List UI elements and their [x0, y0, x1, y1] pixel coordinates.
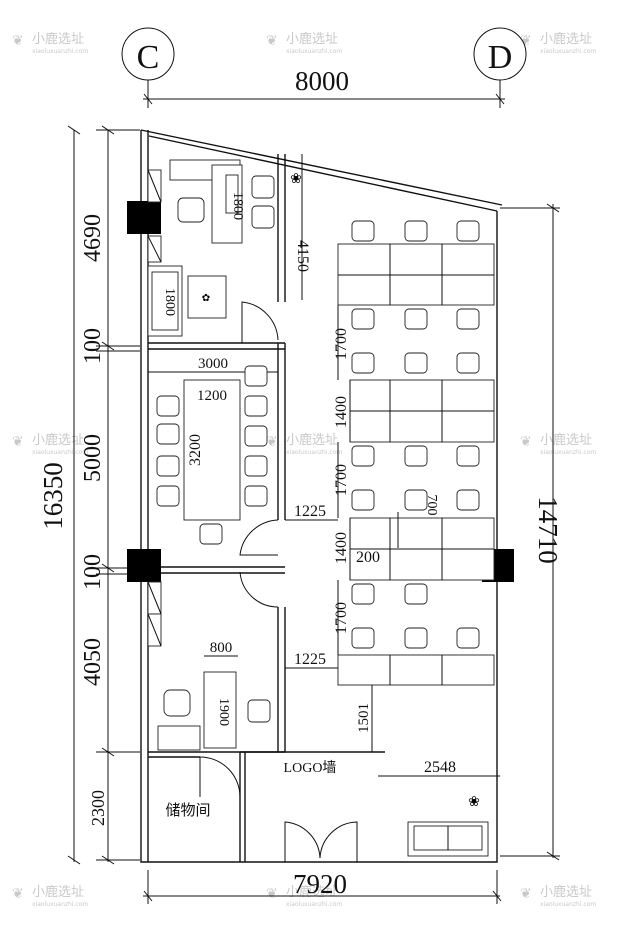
- deer-logo-icon: ❦: [12, 434, 24, 450]
- reception-area: 2548 ❀: [378, 759, 500, 857]
- watermark-mid-left: ❦ 小鹿选址 xiaoluxuanzhi.com: [12, 432, 88, 456]
- dimension-right-height: 14710: [500, 203, 563, 861]
- watermark-top-right: ❦ 小鹿选址 xiaoluxuanzhi.com: [520, 31, 596, 55]
- passage-value: 1501: [356, 703, 372, 733]
- meeting-table-width: 1200: [197, 388, 227, 404]
- interior-walls: [148, 154, 385, 862]
- deer-logo-icon: ❦: [12, 33, 24, 49]
- watermark-site: xiaoluxuanzhi.com: [540, 48, 596, 55]
- grid-axis-d: D: [473, 27, 527, 108]
- left-segment-4: 100: [80, 554, 106, 590]
- plant-icon: ❀: [290, 171, 302, 187]
- exterior-walls: [140, 129, 503, 863]
- grid-axis-c: C: [121, 27, 175, 108]
- deer-logo-icon: ❦: [266, 33, 278, 49]
- right-height-value: 14710: [533, 496, 563, 564]
- dimension-corridors: 1225 1225: [285, 503, 338, 669]
- logo-wall-label: LOGO墙: [284, 760, 337, 776]
- left-segment-6: 2300: [88, 790, 108, 826]
- axis-label-c: C: [137, 39, 160, 76]
- deer-logo-icon: ❦: [12, 886, 24, 902]
- watermark-brand: 小鹿选址: [286, 432, 338, 448]
- small-office: 800 1900: [157, 640, 271, 751]
- workstation-row-5: 1700: [333, 602, 350, 634]
- watermark-brand: 小鹿选址: [32, 432, 84, 448]
- bottom-width-value: 7920: [293, 869, 347, 899]
- workstation-row-2: 1400: [333, 396, 350, 428]
- deer-logo-icon: ❦: [520, 33, 532, 49]
- meeting-room-width: 3000: [198, 356, 228, 372]
- left-segment-3: 5000: [80, 434, 106, 482]
- executive-office: ✿ ❀ 1800 1800 4150: [147, 154, 311, 337]
- office-desk-dimension: 1800: [230, 192, 245, 220]
- reception-width: 2548: [424, 759, 456, 776]
- watermark-brand: 小鹿选址: [540, 884, 592, 900]
- workstation-row-1: 1700: [333, 328, 350, 360]
- watermark-site: xiaoluxuanzhi.com: [32, 901, 88, 908]
- meeting-room: 3000 1200 3200: [148, 356, 278, 545]
- left-segment-2: 100: [80, 328, 106, 364]
- watermark-bottom-right: ❦ 小鹿选址 xiaoluxuanzhi.com: [520, 884, 596, 908]
- office-height-dimension: 4150: [294, 240, 311, 272]
- watermark-site: xiaoluxuanzhi.com: [540, 449, 596, 456]
- dimension-total-height: 16350: [38, 125, 81, 865]
- watermark-site: xiaoluxuanzhi.com: [286, 901, 342, 908]
- corridor-lower-width: 1225: [294, 651, 326, 668]
- dimension-passage: 1501: [356, 685, 373, 752]
- left-segment-5: 4050: [80, 638, 106, 686]
- watermark-site: xiaoluxuanzhi.com: [286, 449, 342, 456]
- watermark-brand: 小鹿选址: [32, 884, 84, 900]
- deer-logo-icon: ❦: [520, 434, 532, 450]
- watermark-brand: 小鹿选址: [32, 31, 84, 47]
- structural-column: [127, 201, 161, 234]
- dimension-top-width: 8000: [143, 66, 505, 105]
- open-workstations: [337, 220, 495, 686]
- storage-room-label: 储物间: [165, 801, 210, 819]
- deer-logo-icon: ❦: [520, 886, 532, 902]
- side-shelves: [147, 169, 162, 647]
- top-width-value: 8000: [295, 66, 349, 96]
- watermark-brand: 小鹿选址: [540, 432, 592, 448]
- plant-icon: ❀: [468, 794, 480, 810]
- corridor-upper-width: 1225: [294, 503, 326, 520]
- small-desk-depth: 700: [424, 495, 439, 516]
- doors: [199, 301, 358, 862]
- workstation-row-4: 1400: [333, 532, 350, 564]
- small-office-desk: 1900: [216, 698, 231, 726]
- deer-logo-icon: ❦: [266, 886, 278, 902]
- watermark-brand: 小鹿选址: [540, 31, 592, 47]
- watermark-site: xiaoluxuanzhi.com: [32, 48, 88, 55]
- watermark-top-left: ❦ 小鹿选址 xiaoluxuanzhi.com: [12, 31, 88, 55]
- watermark-site: xiaoluxuanzhi.com: [540, 901, 596, 908]
- watermark-mid-right: ❦ 小鹿选址 xiaoluxuanzhi.com: [520, 432, 596, 456]
- dimension-bottom-width: 7920: [143, 869, 502, 904]
- watermark-site: xiaoluxuanzhi.com: [286, 48, 342, 55]
- office-sofa-dimension: 1800: [162, 288, 177, 316]
- total-height-value: 16350: [38, 462, 68, 530]
- axis-label-d: D: [488, 39, 513, 76]
- plant-icon: ✿: [202, 293, 210, 304]
- structural-column: [127, 549, 161, 582]
- meeting-table-length: 3200: [187, 434, 204, 466]
- watermark-brand: 小鹿选址: [286, 31, 338, 47]
- dimension-left-segments: 4690 100 5000 100 4050 2300: [80, 125, 140, 865]
- watermark-mid-center: ❦ 小鹿选址 xiaoluxuanzhi.com: [266, 432, 342, 456]
- small-office-width: 800: [210, 640, 233, 656]
- workstation-row-3: 1700: [333, 464, 350, 496]
- watermark-bottom-left: ❦ 小鹿选址 xiaoluxuanzhi.com: [12, 884, 88, 908]
- small-desk-width: 200: [356, 549, 380, 566]
- watermark-top-center: ❦ 小鹿选址 xiaoluxuanzhi.com: [266, 31, 342, 55]
- dimension-workstation-rows: 1700 1400 1700 1400 1700 200 700: [333, 305, 439, 655]
- left-segment-1: 4690: [80, 214, 106, 262]
- deer-logo-icon: ❦: [266, 434, 278, 450]
- watermark-site: xiaoluxuanzhi.com: [32, 449, 88, 456]
